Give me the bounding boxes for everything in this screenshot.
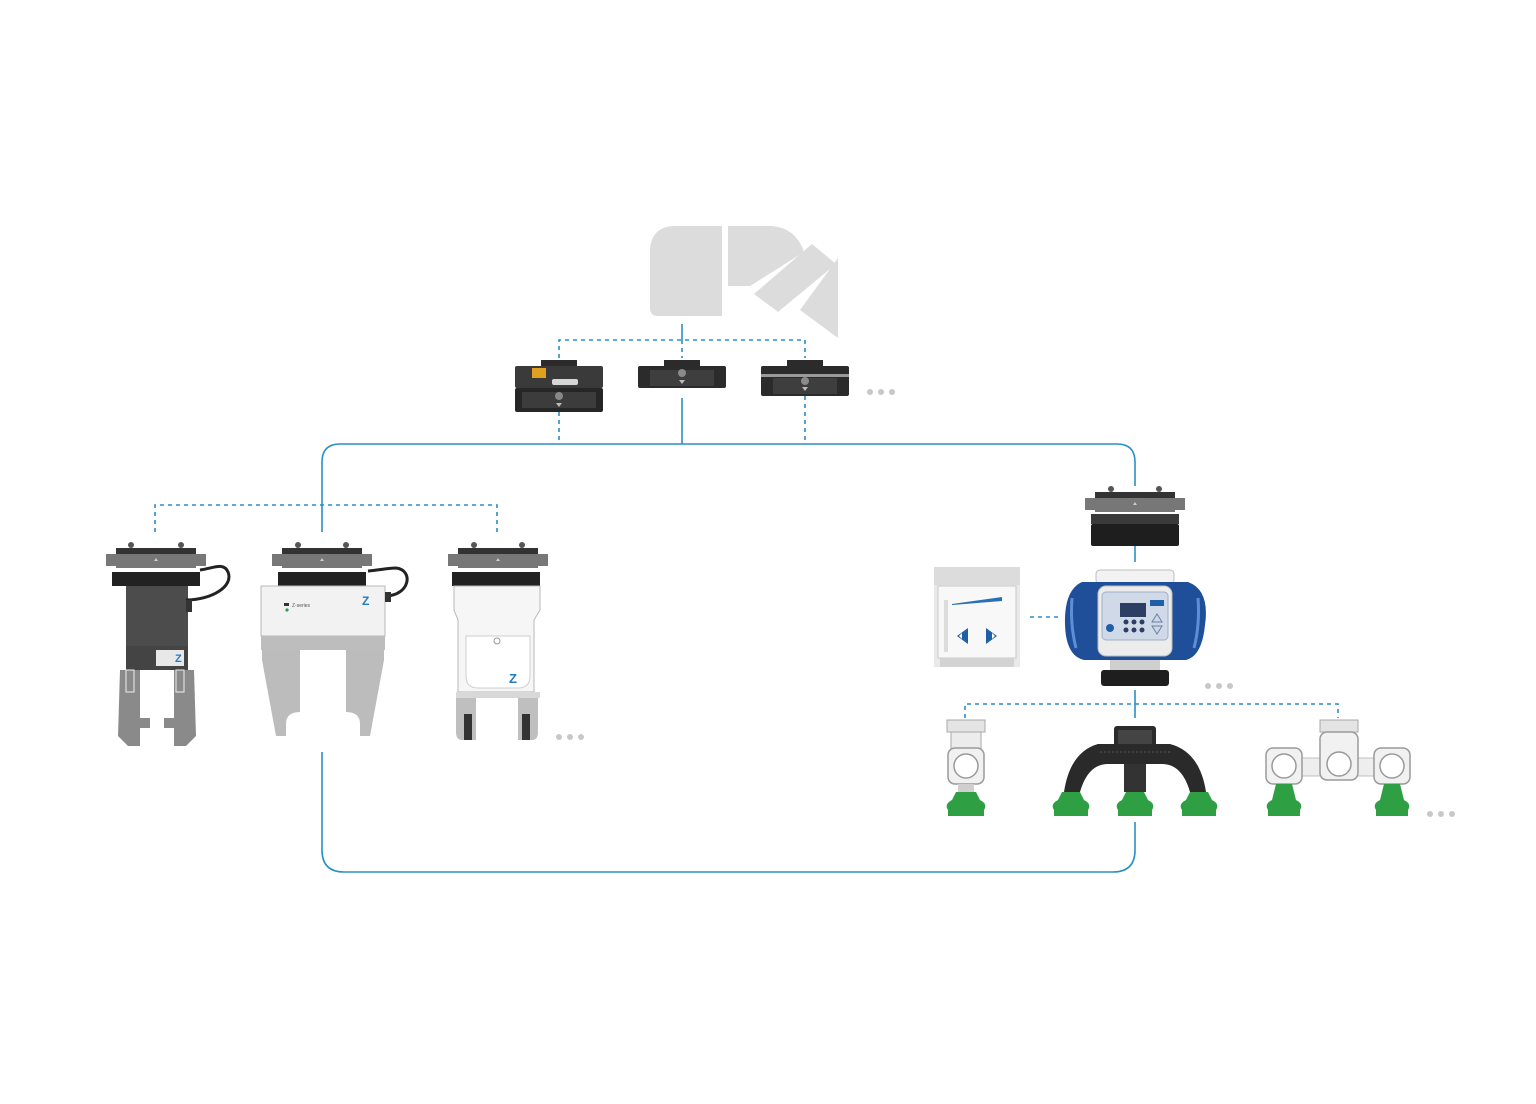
parallel-gripper-icon: Z-series Z (260, 542, 409, 736)
vacuum-generator-icon (1064, 569, 1206, 686)
suction-cup-icon (1052, 726, 1218, 816)
parallel-gripper-icon: Z (448, 542, 548, 740)
brand-logo-mark: Z (509, 671, 517, 686)
more-options-icon (1205, 683, 1233, 689)
quick-change-adapter-icon (761, 360, 849, 396)
quick-change-adapter-icon (1085, 486, 1185, 546)
gripper-label: Z-series (292, 603, 311, 609)
suction-cup-icon (1265, 719, 1411, 816)
connectors (154, 324, 1339, 873)
suction-cup-icon (946, 719, 986, 816)
robot-arm-icon (650, 226, 838, 338)
more-options-icon (867, 389, 895, 395)
control-panel-icon (934, 567, 1020, 667)
more-options-icon (1427, 811, 1455, 817)
parallel-gripper-icon: Z (106, 542, 231, 746)
quick-change-adapter-icon (515, 360, 603, 412)
brand-logo-mark: Z (362, 594, 369, 608)
more-options-icon (556, 734, 584, 740)
brand-logo-mark: Z (175, 653, 182, 665)
quick-change-adapter-icon (638, 360, 726, 388)
